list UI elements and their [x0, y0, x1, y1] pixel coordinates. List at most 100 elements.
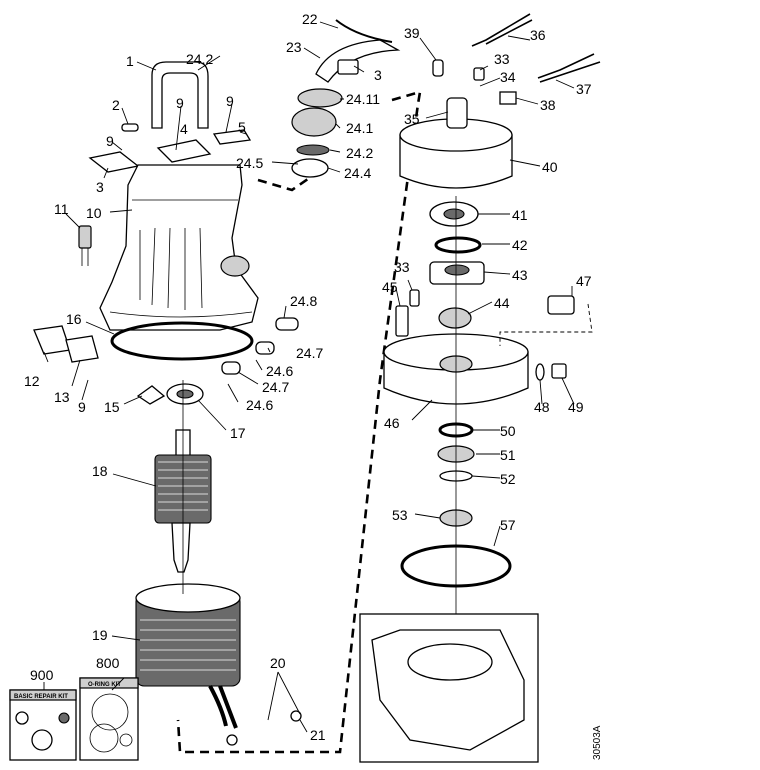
housing-base-detail — [109, 311, 253, 318]
callout-13: 13 — [54, 389, 70, 405]
callout-24-11: 24.11 — [346, 91, 380, 107]
oring-kit-header — [79, 677, 139, 689]
tag-3-part — [337, 59, 359, 75]
callout-52: 52 — [500, 471, 516, 487]
callout-57: 57 — [500, 517, 516, 533]
callout-10: 10 — [86, 205, 102, 221]
bearing-41-inner — [443, 208, 465, 220]
plug-49-part — [551, 363, 567, 379]
callout-24-4: 24.4 — [344, 165, 371, 181]
nut-24-11-part — [297, 88, 343, 108]
connector-38-part — [499, 91, 517, 105]
callout-18: 18 — [92, 463, 108, 479]
callout-9-d: 9 — [78, 399, 86, 415]
bearing-17-inner — [176, 389, 194, 399]
callout-48: 48 — [534, 399, 550, 415]
handle-part — [151, 61, 209, 129]
callout-23: 23 — [286, 39, 302, 55]
callout-800: 800 — [96, 655, 120, 671]
callout-24-8: 24.8 — [290, 293, 317, 309]
leader-lines — [43, 21, 575, 733]
callout-53: 53 — [392, 507, 408, 523]
callout-24-2-top: 24.2 — [186, 51, 213, 67]
stator-winding-lines — [140, 619, 236, 671]
oring-42-part — [434, 236, 482, 254]
plug-24-8-part — [275, 317, 299, 331]
kit-900-seal-b — [58, 712, 70, 724]
callout-3-left: 3 — [96, 179, 104, 195]
callout-19: 19 — [92, 627, 108, 643]
oring-48-part — [535, 363, 545, 381]
terminal-21-b — [290, 710, 302, 722]
basic-repair-kit-header — [9, 689, 77, 701]
callout-42: 42 — [512, 237, 528, 253]
callout-20: 20 — [270, 655, 286, 671]
plate-13-part — [65, 335, 99, 363]
sensor-39-part — [432, 59, 444, 77]
screw-45-part — [395, 305, 409, 337]
terminal-21-a — [226, 734, 238, 746]
callout-45: 45 — [382, 279, 398, 295]
plate-3-part — [88, 151, 140, 173]
kit-900-ring — [31, 729, 53, 751]
callout-3-right: 3 — [374, 67, 382, 83]
motor-housing-part — [99, 164, 259, 331]
callout-40: 40 — [542, 159, 558, 175]
gland-24-1-part — [291, 107, 337, 137]
capacitor-35-part — [446, 97, 468, 129]
callout-51: 51 — [500, 447, 516, 463]
callout-39: 39 — [404, 25, 420, 41]
callout-24-6-a: 24.6 — [266, 363, 293, 379]
callout-16: 16 — [66, 311, 82, 327]
seal-housing-43-inner — [444, 264, 470, 276]
housing-detail — [132, 199, 238, 310]
plate-4-part — [156, 139, 212, 163]
callout-9-c: 9 — [106, 133, 114, 149]
fitting-24-7-a — [255, 341, 275, 355]
rotor-lower-shaft — [171, 522, 191, 573]
callout-49: 49 — [568, 399, 584, 415]
kit-800-ring-b — [89, 723, 119, 753]
bracket-47-part — [547, 295, 575, 315]
washer-24-4-part — [291, 158, 329, 178]
callout-47: 47 — [576, 273, 592, 289]
callout-43: 43 — [512, 267, 528, 283]
bolt-11-thread — [81, 248, 89, 266]
callout-24-1: 24.1 — [346, 120, 373, 136]
screw-33b-part — [409, 289, 420, 307]
oring-kit-title: O-RING KIT — [88, 682, 121, 688]
callout-1: 1 — [126, 53, 134, 69]
gasket-15-part — [136, 385, 166, 405]
bracket-47-dashed — [499, 303, 593, 346]
callout-12: 12 — [24, 373, 40, 389]
callout-22: 22 — [302, 11, 318, 27]
callout-46: 46 — [384, 415, 400, 431]
callout-35: 35 — [404, 111, 420, 127]
kit-800-ring-a — [91, 693, 129, 731]
callout-15: 15 — [104, 399, 120, 415]
callout-33-mid: 33 — [394, 259, 410, 275]
housing-oring-part — [110, 321, 254, 361]
stator-leads — [208, 685, 238, 729]
callout-38: 38 — [540, 97, 556, 113]
callout-4: 4 — [180, 121, 188, 137]
callout-24-2: 24.2 — [346, 145, 373, 161]
callout-11: 11 — [54, 201, 69, 217]
pin-part — [121, 123, 139, 132]
callout-9-a: 9 — [176, 95, 184, 111]
bolt-11-part — [78, 225, 92, 249]
cable-22 — [335, 19, 393, 43]
frame-link-dashed — [257, 170, 319, 192]
callout-24-7-a: 24.7 — [296, 345, 323, 361]
callout-2: 2 — [112, 97, 120, 113]
wire-36 — [471, 13, 533, 47]
callout-900: 900 — [30, 667, 54, 683]
callout-21: 21 — [310, 727, 326, 743]
plate-5-part — [212, 129, 252, 145]
callout-17: 17 — [230, 425, 246, 441]
assembly-separator-dashed — [176, 90, 422, 754]
stator-top — [135, 583, 241, 613]
screw-33a-part — [473, 67, 485, 81]
seal-44-part — [438, 307, 472, 329]
callout-44: 44 — [494, 295, 510, 311]
